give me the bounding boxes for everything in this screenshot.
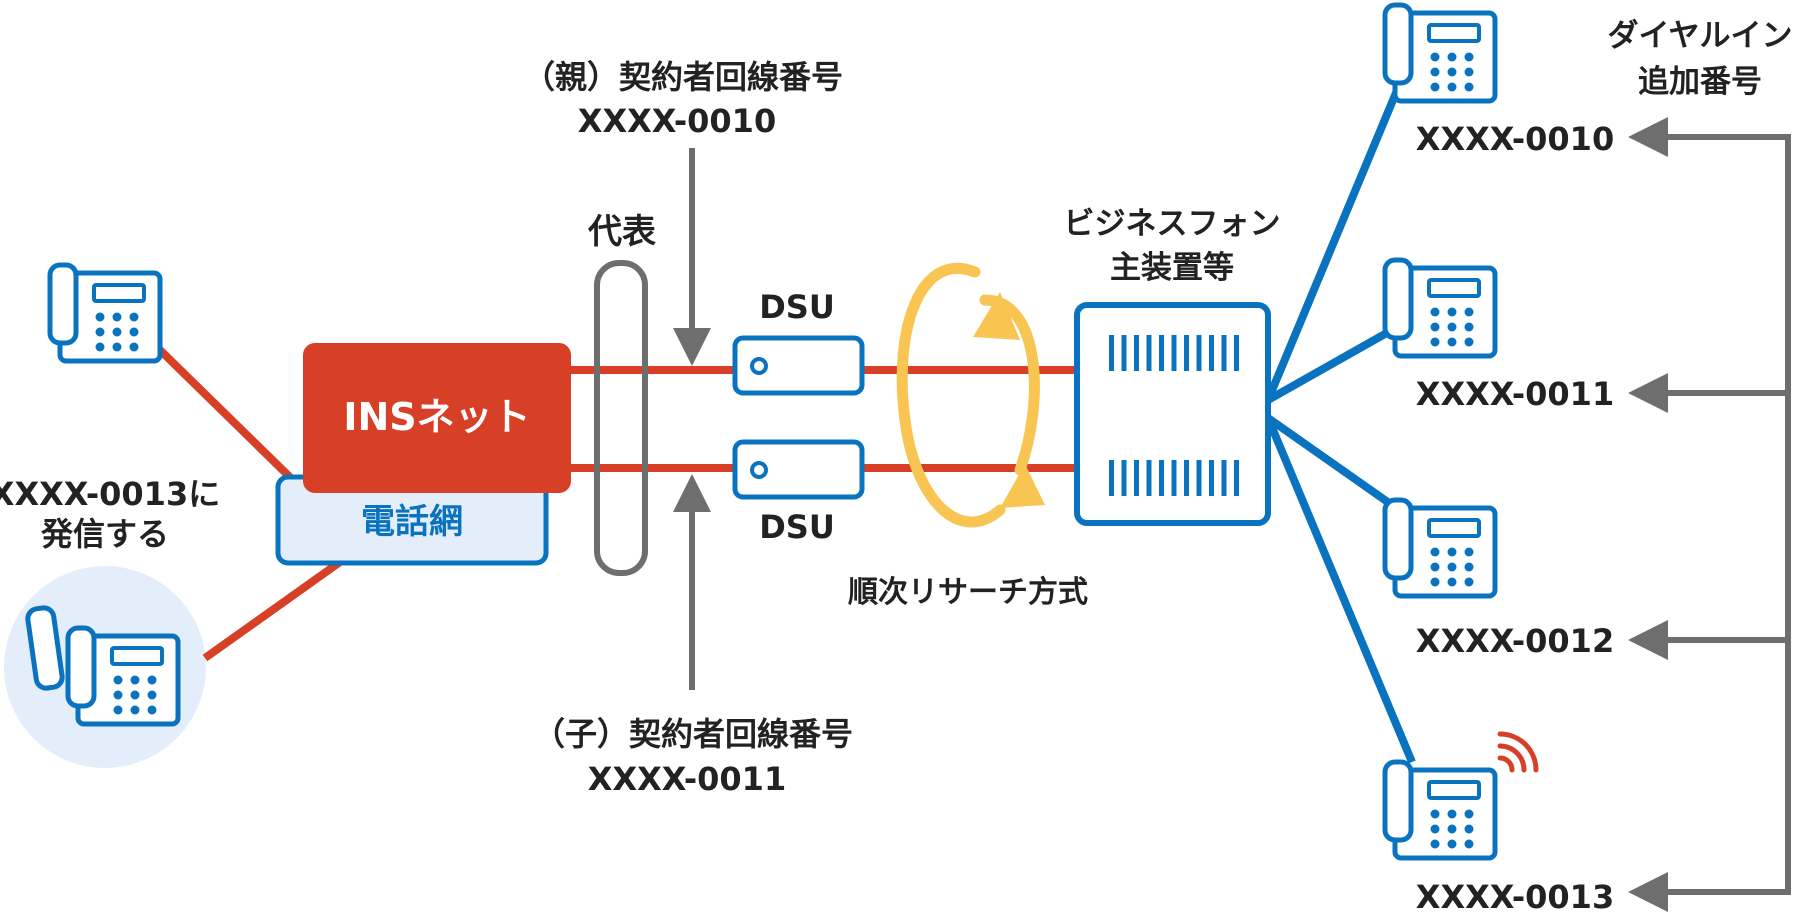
pbx-slot <box>1234 335 1239 371</box>
dial-in-arrow-2 <box>1628 373 1668 413</box>
child-line-arrowhead <box>673 474 711 512</box>
pbx-label-line2: 主装置等 <box>1110 250 1234 286</box>
pbx-slot <box>1196 460 1202 496</box>
ins-network-label: INSネット <box>343 395 530 439</box>
dsu-bottom-box <box>732 439 865 500</box>
parent-line-arrowhead <box>673 328 711 366</box>
dial-in-label-line1: ダイヤルイン <box>1607 18 1792 54</box>
dial-in-arrow-4 <box>1628 872 1668 912</box>
extension-line-2 <box>1266 326 1394 404</box>
pbx-slot <box>1221 335 1227 371</box>
phone-icon <box>1385 260 1495 356</box>
sequential-search-loop-icon <box>896 262 1045 528</box>
parent-line-number: XXXX-0010 <box>578 102 776 140</box>
dsu-top-box <box>732 335 865 396</box>
caller-label-line1: XXXX-0013に <box>0 475 220 513</box>
bundle-label: 代表 <box>587 212 656 252</box>
dial-in-bracket <box>1665 134 1791 895</box>
caller-line-lower <box>202 558 343 662</box>
child-line-number: XXXX-0011 <box>588 760 786 798</box>
ringing-phone-icon <box>1385 762 1495 858</box>
pbx-slot <box>1159 460 1164 496</box>
extension-number-2: XXXX-0011 <box>1416 375 1614 413</box>
phone-icon <box>50 265 160 361</box>
pbx-slot <box>1121 335 1127 371</box>
dial-in-arrow-3 <box>1628 620 1668 660</box>
extension-line-1 <box>1264 86 1402 402</box>
pbx-slot <box>1196 335 1202 371</box>
pbx-slot <box>1234 460 1239 496</box>
extension-number-1: XXXX-0010 <box>1416 120 1614 158</box>
dsu-top-label: DSU <box>759 288 835 326</box>
dsu-bottom-label: DSU <box>759 508 835 546</box>
pbx-slot <box>1121 460 1127 496</box>
parent-line-label: （親）契約者回線番号 <box>523 58 843 96</box>
phone-icon <box>1385 5 1495 101</box>
dsu-top-led <box>750 357 768 375</box>
extension-number-3: XXXX-0012 <box>1416 622 1614 660</box>
ringing-waves-icon <box>1497 731 1539 773</box>
pbx-slot <box>1184 335 1189 371</box>
caller-line-upper <box>157 347 303 490</box>
pbx-slot <box>1146 335 1152 371</box>
pbx-unit <box>1074 302 1271 526</box>
caller-label-line2: 発信する <box>40 515 169 553</box>
pbx-slot <box>1146 460 1152 496</box>
pbx-slot <box>1221 460 1227 496</box>
extension-number-4: XXXX-0013 <box>1416 878 1614 914</box>
pbx-slot <box>1109 460 1114 496</box>
pbx-slot <box>1171 335 1177 371</box>
pbx-slot <box>1209 460 1214 496</box>
extension-line-4 <box>1264 416 1416 764</box>
pbx-slot <box>1109 335 1114 371</box>
pbx-slot <box>1171 460 1177 496</box>
bundle-oval <box>594 260 648 576</box>
pbx-slot <box>1209 335 1214 371</box>
ins-network-box <box>303 343 571 493</box>
pbx-label-line1: ビジネスフォン <box>1064 206 1281 242</box>
dsu-bottom-led <box>750 461 768 479</box>
phone-network-label: 電話網 <box>361 502 463 542</box>
caller-phone-icon <box>25 605 178 724</box>
pbx-slot <box>1159 335 1164 371</box>
dial-in-arrow-1 <box>1628 117 1668 157</box>
pbx-slot <box>1184 460 1189 496</box>
pbx-slot <box>1134 460 1139 496</box>
pbx-slot <box>1134 335 1139 371</box>
extension-line-3 <box>1265 414 1395 509</box>
sequential-search-label: 順次リサーチ方式 <box>848 575 1088 610</box>
dial-in-label-line2: 追加番号 <box>1638 64 1762 100</box>
phone-icon <box>1385 500 1495 596</box>
child-line-label: （子）契約者回線番号 <box>533 715 853 753</box>
